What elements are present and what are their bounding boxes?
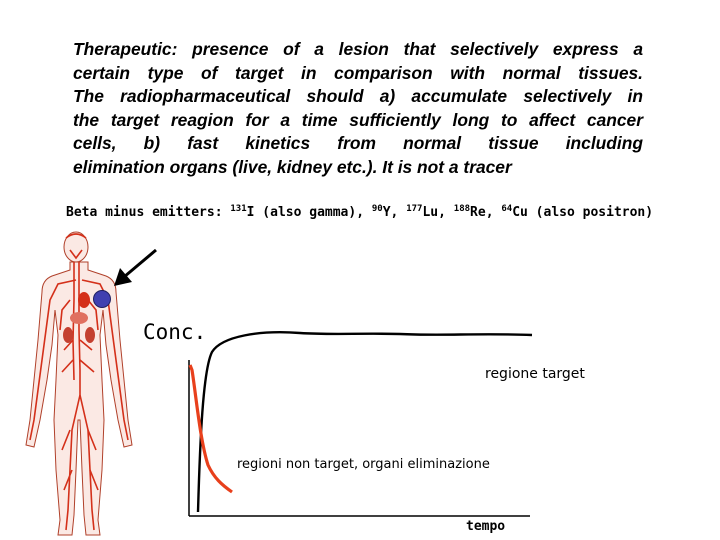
emitters-line: Beta minus emitters: 131I (also gamma), … <box>66 204 653 220</box>
copper-text: Cu (also positron) <box>512 205 654 220</box>
lutetium-text: Lu, <box>422 205 454 220</box>
paragraph-line: elimination organs (live, kidney etc.). … <box>73 156 512 177</box>
y-axis-label: Conc. <box>143 320 207 344</box>
rhenium-mass: 188 <box>453 204 471 214</box>
organs <box>63 292 95 343</box>
description-paragraph: Therapeutic: presence of a lesion that s… <box>73 38 643 180</box>
iodine-mass: 131 <box>230 204 247 214</box>
yttrium-text: Y, <box>382 205 407 220</box>
iodine-text: I (also gamma), <box>246 205 372 220</box>
paragraph-line: The radiopharmaceutical should a) accumu… <box>73 86 643 107</box>
x-axis-label: tempo <box>466 519 506 534</box>
target-region-label: regione target <box>485 366 585 382</box>
yttrium-mass: 90 <box>371 204 383 214</box>
lutetium-mass: 177 <box>406 204 423 214</box>
paragraph-line: Therapeutic: presence of a lesion that s… <box>73 39 643 59</box>
paragraph-line: the target reagion for a time sufficient… <box>73 109 643 130</box>
paragraph-line: cells, b) fast kinetics from normal tiss… <box>73 133 643 154</box>
lesion-marker <box>93 290 111 308</box>
nontarget-curve <box>188 364 233 494</box>
blood-vessels <box>29 233 129 531</box>
arrow-icon <box>114 248 157 286</box>
rhenium-text: Re, <box>470 205 502 220</box>
paragraph-line: certain type of target in comparison wit… <box>73 62 643 83</box>
copper-mass: 64 <box>501 204 513 214</box>
emitters-prefix: Beta minus emitters: <box>66 205 231 220</box>
nontarget-region-label: regioni non target, organi eliminazione <box>237 457 490 472</box>
target-curve <box>196 331 533 513</box>
